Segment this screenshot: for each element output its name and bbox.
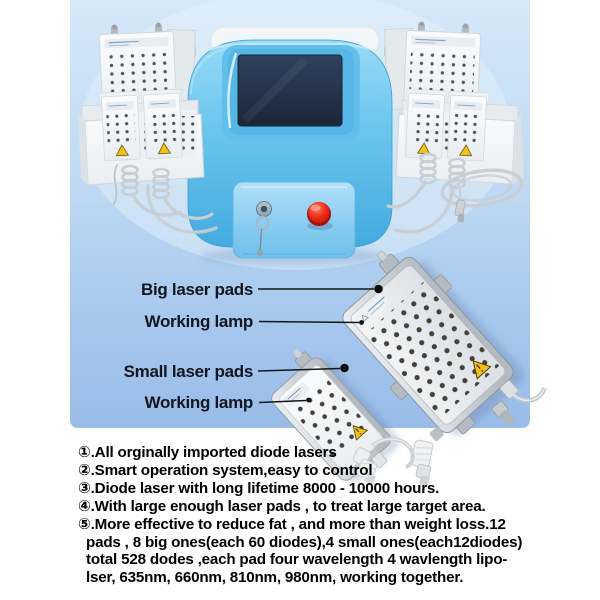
left-coiled-cables bbox=[113, 164, 218, 234]
callout-big-laser-pads: Big laser pads bbox=[140, 280, 253, 299]
feature-line-5: ⑤.More effective to reduce fat , and mor… bbox=[78, 515, 506, 533]
feature-list: ①.All orginally imported diode lasers ②.… bbox=[78, 444, 522, 587]
right-coiled-cables bbox=[386, 152, 524, 234]
emergency-stop-button bbox=[307, 201, 333, 230]
warning-triangle-icon bbox=[352, 425, 368, 441]
left-pad-rack bbox=[78, 88, 205, 186]
big-laser-pad-photo bbox=[342, 250, 547, 436]
feature-line-2: ②.Smart operation system,easy to control bbox=[78, 461, 373, 479]
feature-line-5-cont-3: lser, 635nm, 660nm, 810nm, 980nm, workin… bbox=[86, 569, 464, 587]
callout-working-lamp-small: Working lamp bbox=[144, 393, 254, 412]
machine-screen bbox=[222, 45, 360, 141]
callout-leader-lines bbox=[257, 284, 383, 404]
feature-line-5-cont-1: pads , 8 big ones(each 60 diodes),4 smal… bbox=[86, 533, 523, 551]
feature-line-4: ④.With large enough laser pads , to trea… bbox=[78, 497, 486, 515]
machine-front-panel bbox=[232, 181, 356, 259]
feature-line-1: ①.All orginally imported diode lasers bbox=[78, 444, 337, 461]
key-switch bbox=[255, 201, 272, 257]
warning-triangle-icon bbox=[472, 360, 492, 380]
feature-line-5-cont-2: total 528 dodes ,each pad four wavelengt… bbox=[86, 551, 508, 569]
big-pad-connectors bbox=[410, 400, 515, 486]
feature-line-3: ③.Diode laser with long lifetime 8000 - … bbox=[78, 479, 440, 497]
callout-working-lamp-big: Working lamp bbox=[144, 312, 254, 331]
right-pad-rack bbox=[395, 88, 524, 185]
callout-small-laser-pads: Small laser pads bbox=[123, 362, 254, 381]
small-pad-connector bbox=[352, 437, 415, 484]
